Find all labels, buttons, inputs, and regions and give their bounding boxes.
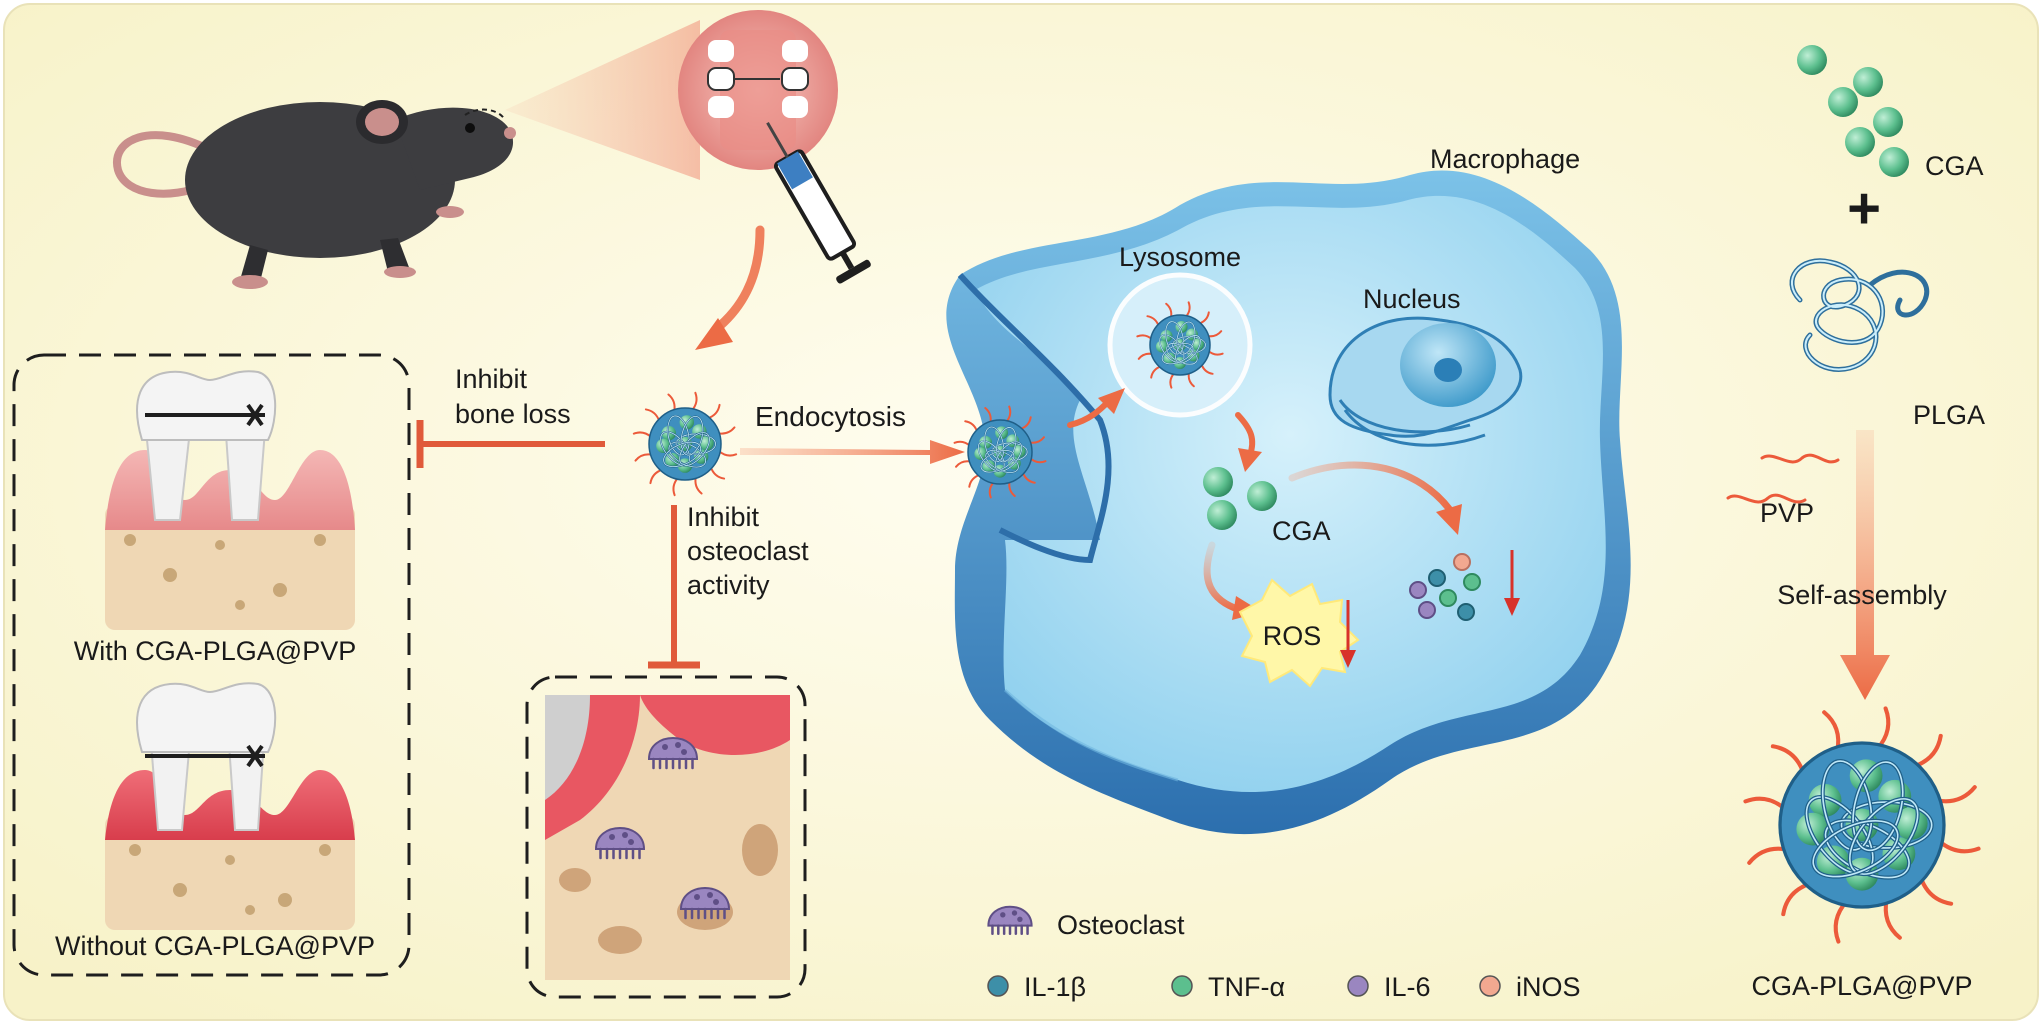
arrow-injection-head	[695, 318, 733, 350]
pvp-chains-icon	[1726, 453, 1840, 504]
cga-bead	[1203, 467, 1233, 497]
arrow-lysosome-to-cga-head	[1238, 448, 1262, 472]
legend-swatch	[987, 975, 1009, 997]
label-macrophage: Macrophage	[1430, 144, 1580, 174]
legend-item-il-1-: IL-1β	[987, 972, 1086, 1002]
mouse-illustration	[113, 100, 516, 289]
arrow-cga-to-ros	[1203, 541, 1244, 614]
tooth-without-treatment	[105, 682, 355, 930]
tooth-with-treatment	[105, 370, 355, 630]
nanoparticle-entering	[953, 405, 1047, 499]
cytokine-il1b	[1428, 569, 1446, 587]
legend-osteoclast-icon	[987, 905, 1033, 935]
label-cga-top: CGA	[1925, 151, 1984, 181]
legend-label: IL-1β	[1024, 972, 1086, 1002]
arrow-to-cytokines	[1288, 461, 1454, 514]
magnify-beam	[505, 20, 700, 180]
mouth-magnified-view	[678, 10, 838, 170]
osteoclast-cell-3	[679, 887, 731, 920]
cga-bead	[1207, 500, 1237, 530]
legend-swatch	[1171, 975, 1193, 997]
cytokine-il6	[1409, 581, 1427, 599]
label-endocytosis: Endocytosis	[755, 401, 906, 432]
label-plga: PLGA	[1913, 400, 1985, 430]
osteoclast-cell-2	[594, 827, 646, 860]
arrow-to-cytokines-head	[1436, 504, 1462, 535]
cytokine-inos	[1453, 553, 1471, 571]
legend-swatch	[1347, 975, 1369, 997]
cytokine-tnfa	[1439, 589, 1457, 607]
legend-osteoclast-label: Osteoclast	[1057, 910, 1185, 940]
syringe-icon	[766, 121, 871, 284]
legend-swatch	[1479, 975, 1501, 997]
label-inhibit-osteoclast: Inhibit osteoclast activity	[687, 502, 816, 600]
arrow-to-lysosome-head	[1098, 388, 1125, 414]
osteoclast-panel	[525, 675, 807, 999]
ros-down-arrow-head	[1340, 650, 1356, 668]
label-self-assembly: Self-assembly	[1777, 580, 1947, 610]
nanoparticle-central	[632, 391, 738, 497]
label-inhibit-bone-loss: Inhibit bone loss	[455, 364, 571, 429]
cytokine-il6	[1418, 601, 1436, 619]
nanoparticle-lysosome	[1136, 301, 1224, 389]
cga-cluster	[1797, 45, 1909, 177]
label-cga-inner: CGA	[1272, 516, 1331, 546]
label-pvp: PVP	[1760, 498, 1814, 528]
nucleus	[1328, 316, 1523, 447]
arrow-self-assembly	[1840, 430, 1890, 700]
cga-bead	[1247, 481, 1277, 511]
legend-item-il-6: IL-6	[1347, 972, 1431, 1002]
legend-label: TNF-α	[1208, 972, 1285, 1002]
legend: Osteoclast IL-1β TNF-α IL-6 iNOS	[987, 905, 1581, 1002]
ros-burst	[1238, 578, 1360, 688]
label-lysosome: Lysosome	[1119, 242, 1241, 272]
arrow-injection	[710, 225, 765, 335]
nanoparticle-final	[1743, 706, 1981, 944]
cytokine-il1b	[1457, 603, 1475, 621]
osteoclast-cell-1	[647, 737, 699, 770]
label-nucleus: Nucleus	[1363, 284, 1461, 314]
cytokine-down-arrow-head	[1504, 598, 1520, 616]
arrow-endocytosis	[740, 440, 965, 464]
legend-label: iNOS	[1516, 972, 1581, 1002]
legend-item-inos: iNOS	[1479, 972, 1581, 1002]
legend-item-tnf-: TNF-α	[1171, 972, 1285, 1002]
treatment-comparison-panel	[12, 353, 411, 977]
cytokine-tnfa	[1463, 573, 1481, 591]
label-without-treatment: Without CGA-PLGA@PVP	[55, 931, 375, 961]
label-final-product: CGA-PLGA@PVP	[1752, 971, 1973, 1001]
label-ros: ROS	[1263, 621, 1322, 651]
plus-sign: +	[1847, 176, 1881, 241]
plga-polymer-icon-inner	[1790, 259, 1884, 371]
label-with-treatment: With CGA-PLGA@PVP	[74, 636, 356, 666]
legend-label: IL-6	[1384, 972, 1431, 1002]
